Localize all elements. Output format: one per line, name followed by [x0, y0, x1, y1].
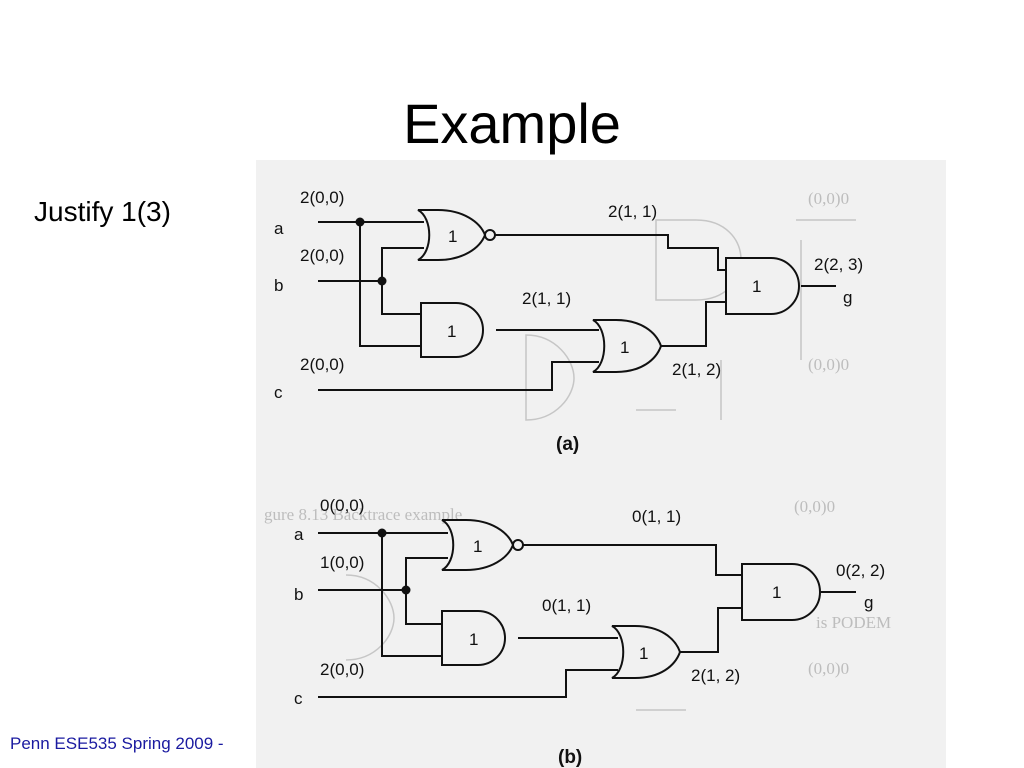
- ghost-text: (0,0)0: [808, 189, 849, 208]
- junction-dot: [377, 276, 387, 286]
- gate-label: 1: [772, 583, 781, 602]
- or-gate: [611, 625, 682, 679]
- value-label-g: 2(2, 3): [814, 255, 863, 274]
- output-name-g: g: [843, 288, 852, 307]
- circuit-a: 1 1 1 1 a b c g 2(0,0) 2(0,0) 2(0,0) 2(1…: [274, 188, 863, 455]
- wire-a-branch: [381, 533, 442, 657]
- value-label-b: 1(0,0): [320, 553, 364, 572]
- wire-c: [318, 361, 599, 391]
- value-label-g: 0(2, 2): [836, 561, 885, 580]
- value-label-nor-out: 2(1, 1): [608, 202, 657, 221]
- ghost-gate: [345, 574, 395, 661]
- gate-label: 1: [620, 338, 629, 357]
- input-name-b: b: [294, 585, 303, 604]
- scanned-figure: (0,0)0 (0,0)0 (0,0)0 (0,0)0 gure 8.13 Ba…: [256, 160, 946, 768]
- and-gate: [725, 257, 800, 315]
- ghost-text: (0,0)0: [808, 659, 849, 678]
- ghost-text: (0,0)0: [794, 497, 835, 516]
- input-name-c: c: [294, 689, 303, 708]
- value-label-nor-out: 0(1, 1): [632, 507, 681, 526]
- circuit-diagram: (0,0)0 (0,0)0 (0,0)0 (0,0)0 gure 8.13 Ba…: [264, 188, 891, 768]
- wire-or-out: [661, 301, 731, 347]
- circuit-b: 1 1 1 1 a b c g 0(0,0) 1(0,0) 2(0,0) 0(1…: [294, 496, 885, 768]
- or-gate: [592, 319, 663, 373]
- wire-nor-out: [523, 544, 748, 576]
- value-label-a: 0(0,0): [320, 496, 364, 515]
- input-name-c: c: [274, 383, 283, 402]
- gate-label: 1: [469, 630, 478, 649]
- value-label-c: 2(0,0): [320, 660, 364, 679]
- input-name-a: a: [274, 219, 284, 238]
- wire-nor-out: [495, 234, 731, 271]
- slide-title: Example: [403, 92, 621, 155]
- wire-b-branch: [405, 590, 442, 625]
- value-label-or-out: 2(1, 2): [672, 360, 721, 379]
- input-name-b: b: [274, 276, 283, 295]
- ghost-text: gure 8.13 Backtrace example: [264, 505, 462, 524]
- inversion-bubble: [484, 229, 496, 241]
- inversion-bubble: [512, 539, 524, 551]
- gate-label: 1: [752, 277, 761, 296]
- and-gate: [741, 563, 821, 621]
- footer-text: Penn ESE535 Spring 2009 -: [10, 734, 224, 753]
- ghost-text: (0,0)0: [808, 355, 849, 374]
- output-name-g: g: [864, 593, 873, 612]
- figure-caption-b: (b): [558, 747, 582, 768]
- wire-b-branch: [381, 281, 421, 315]
- gate-label: 1: [448, 227, 457, 246]
- junction-dot: [355, 217, 365, 227]
- value-label-a: 2(0,0): [300, 188, 344, 207]
- and-gate: [420, 302, 484, 358]
- value-label-b: 2(0,0): [300, 246, 344, 265]
- value-label-c: 2(0,0): [300, 355, 344, 374]
- wire-b: [318, 247, 424, 282]
- wire-a-branch: [359, 222, 421, 347]
- ghost-lines: [636, 219, 856, 711]
- figure-caption-a: (a): [556, 434, 579, 455]
- junction-dot: [377, 528, 387, 538]
- bleed-through: (0,0)0 (0,0)0 (0,0)0 (0,0)0 gure 8.13 Ba…: [264, 189, 891, 711]
- junction-dot: [401, 585, 411, 595]
- wire-or-out: [680, 607, 748, 653]
- gate-label: 1: [473, 537, 482, 556]
- gate-label: 1: [447, 322, 456, 341]
- ghost-gate: [525, 334, 575, 421]
- nor-gate: [441, 519, 515, 571]
- wire-c: [318, 669, 618, 698]
- bullet-text: Justify 1(3): [34, 196, 171, 227]
- value-label-and1-out: 2(1, 1): [522, 289, 571, 308]
- wire-b: [318, 557, 448, 591]
- and-gate: [441, 610, 506, 666]
- gate-label: 1: [639, 644, 648, 663]
- nor-gate: [417, 209, 487, 261]
- value-label-or-out: 2(1, 2): [691, 666, 740, 685]
- input-name-a: a: [294, 525, 304, 544]
- ghost-text: is PODEM: [816, 613, 891, 632]
- value-label-and1-out: 0(1, 1): [542, 596, 591, 615]
